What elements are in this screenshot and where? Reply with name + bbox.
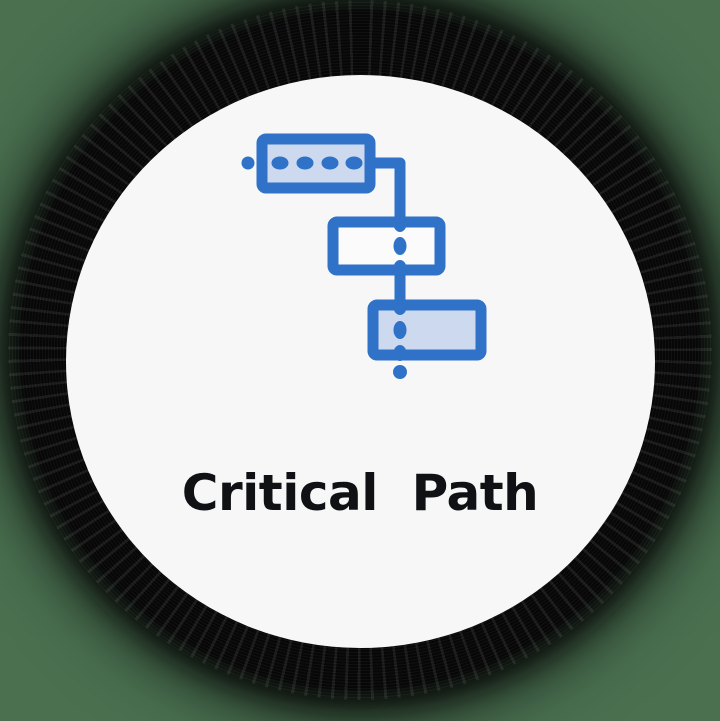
- task-bar-2-body: [327, 216, 446, 276]
- task-bar-2: [327, 216, 446, 276]
- page-title: Critical Path: [181, 464, 539, 522]
- task-bar-1-dots: [271, 156, 363, 170]
- critical-path-icon-svg: [241, 133, 487, 379]
- task-bar-3: [367, 299, 487, 361]
- task-bar-1: [256, 133, 376, 194]
- critical-path-gantt-icon: [230, 125, 500, 385]
- critical-path-lead-dot: [241, 156, 255, 170]
- task-bar-1-body: [256, 133, 376, 194]
- critical-path-trailing-dot: [393, 365, 407, 379]
- connector-task1-to-task2: [362, 157, 406, 228]
- task-bar-3-body: [367, 299, 487, 361]
- task-bar-3-dots: [393, 299, 407, 361]
- task-bar-2-dots: [393, 216, 407, 276]
